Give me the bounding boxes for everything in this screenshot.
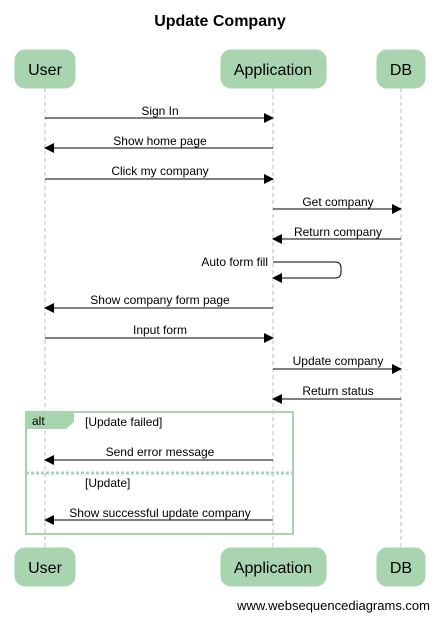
- message-input-form: Input form: [45, 323, 274, 343]
- alt-condition-update-failed: [Update failed]: [85, 415, 162, 429]
- actor-application-bottom: Application: [220, 547, 327, 587]
- message-show-successful-update-company: Show successful update company: [44, 506, 273, 525]
- message-auto-form-fill: Auto form fill: [201, 255, 342, 283]
- svg-text:User: User: [28, 62, 62, 79]
- diagram-title: Update Company: [154, 13, 286, 30]
- svg-text:Send error message: Send error message: [106, 445, 215, 459]
- message-return-company: Return company: [272, 225, 401, 244]
- svg-text:Click my company: Click my company: [111, 164, 208, 178]
- message-get-company: Get company: [273, 195, 402, 214]
- message-click-my-company: Click my company: [45, 164, 274, 184]
- message-show-home-page: Show home page: [44, 134, 273, 153]
- svg-text:Show home page: Show home page: [113, 134, 207, 148]
- actor-db-bottom: DB: [376, 547, 426, 587]
- svg-text:Application: Application: [234, 560, 312, 577]
- message-show-company-form-page: Show company form page: [44, 293, 273, 313]
- svg-text:Auto form fill: Auto form fill: [201, 255, 268, 269]
- actor-db-top: DB: [376, 49, 426, 89]
- svg-text:Return status: Return status: [302, 384, 373, 398]
- svg-text:DB: DB: [390, 560, 412, 577]
- message-update-company: Update company: [273, 354, 402, 374]
- svg-text:Show company form page: Show company form page: [90, 293, 230, 307]
- alt-condition-update: [Update]: [85, 476, 130, 490]
- alt-frame-keyword: alt: [32, 414, 45, 428]
- message-send-error-message: Send error message: [44, 445, 273, 465]
- svg-text:Get company: Get company: [302, 195, 373, 209]
- alt-frame-tab: [26, 412, 74, 429]
- svg-text:Update company: Update company: [293, 354, 384, 368]
- svg-text:Sign In: Sign In: [141, 104, 178, 118]
- svg-text:Return company: Return company: [294, 225, 382, 239]
- svg-text:Show successful update company: Show successful update company: [69, 506, 250, 520]
- svg-text:DB: DB: [390, 62, 412, 79]
- alt-frame: alt [Update failed] [Update]: [25, 411, 294, 535]
- message-return-status: Return status: [272, 384, 401, 404]
- actor-user-top: User: [14, 49, 76, 89]
- watermark-link[interactable]: www.websequencediagrams.com: [236, 598, 430, 613]
- actor-user-bottom: User: [14, 547, 76, 587]
- svg-text:Application: Application: [234, 62, 312, 79]
- svg-text:Input form: Input form: [133, 323, 187, 337]
- svg-text:User: User: [28, 560, 62, 577]
- actor-application-top: Application: [220, 49, 327, 89]
- message-sign-in: Sign In: [45, 104, 274, 123]
